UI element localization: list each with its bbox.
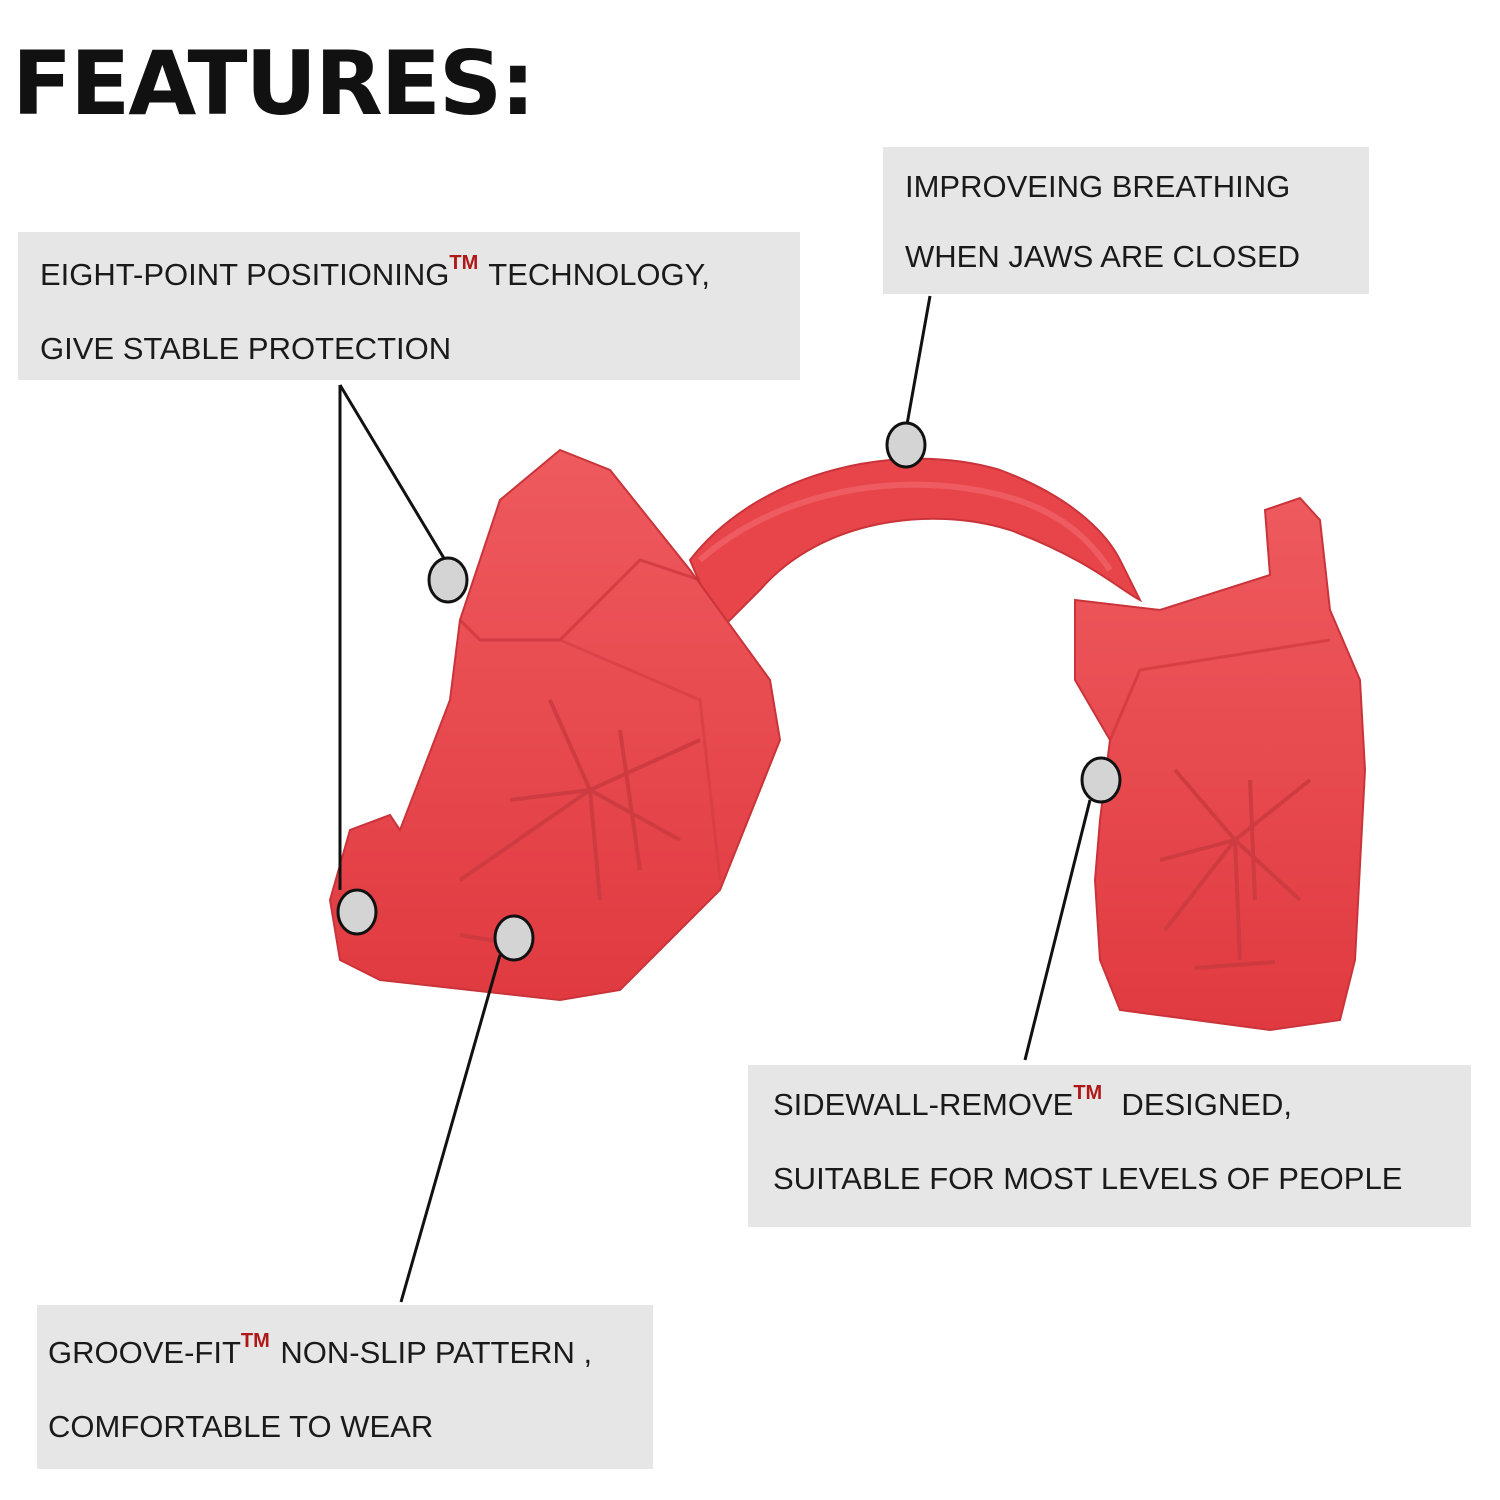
callout-eight-point-text-b: TECHNOLOGY, <box>480 257 710 292</box>
marker-eight-point-upper <box>427 556 469 604</box>
callout-sidewall-line1: SIDEWALL-REMOVETM DESIGNED, <box>773 1070 1471 1144</box>
callout-sidewall-text-a: SIDEWALL-REMOVE <box>773 1087 1074 1122</box>
mouthguard-left-block <box>328 448 782 1002</box>
callout-groove-line1: GROOVE-FITTM NON-SLIP PATTERN , <box>48 1318 653 1392</box>
callout-eight-point-positioning: EIGHT-POINT POSITIONINGTM TECHNOLOGY, GI… <box>18 232 800 380</box>
page-title: FEATURES: <box>12 32 535 135</box>
callout-sidewall-remove: SIDEWALL-REMOVETM DESIGNED, SUITABLE FOR… <box>748 1065 1471 1227</box>
callout-eight-point-line2: GIVE STABLE PROTECTION <box>40 331 452 366</box>
trademark-mark: TM <box>240 1330 270 1352</box>
trademark-mark: TM <box>449 252 479 274</box>
mouthguard-right-block <box>1074 496 1367 1032</box>
callout-markers <box>336 421 1122 962</box>
marker-sidewall <box>1080 756 1122 804</box>
leader-lines <box>338 295 1092 1303</box>
marker-groove <box>493 914 535 962</box>
marker-breathing <box>885 421 927 469</box>
trademark-mark: TM <box>1073 1082 1103 1104</box>
callout-breathing-line2: WHEN JAWS ARE CLOSED <box>905 239 1301 274</box>
callout-breathing-line1: IMPROVEING BREATHING <box>905 169 1291 204</box>
callout-improving-breathing: IMPROVEING BREATHING WHEN JAWS ARE CLOSE… <box>883 147 1369 294</box>
callout-groove-line2: COMFORTABLE TO WEAR <box>48 1409 434 1444</box>
marker-eight-point-lower <box>336 888 378 936</box>
callout-groove-fit: GROOVE-FITTM NON-SLIP PATTERN , COMFORTA… <box>37 1305 653 1469</box>
callout-groove-text-a: GROOVE-FIT <box>48 1335 241 1370</box>
callout-sidewall-text-b: DESIGNED, <box>1104 1087 1292 1122</box>
callout-groove-text-b: NON-SLIP PATTERN , <box>271 1335 593 1370</box>
callout-eight-point-line1: EIGHT-POINT POSITIONINGTM TECHNOLOGY, <box>40 240 800 314</box>
groove-pattern-right <box>1159 768 1312 970</box>
callout-sidewall-line2: SUITABLE FOR MOST LEVELS OF PEOPLE <box>773 1161 1403 1196</box>
callout-eight-point-text-a: EIGHT-POINT POSITIONING <box>40 257 450 292</box>
